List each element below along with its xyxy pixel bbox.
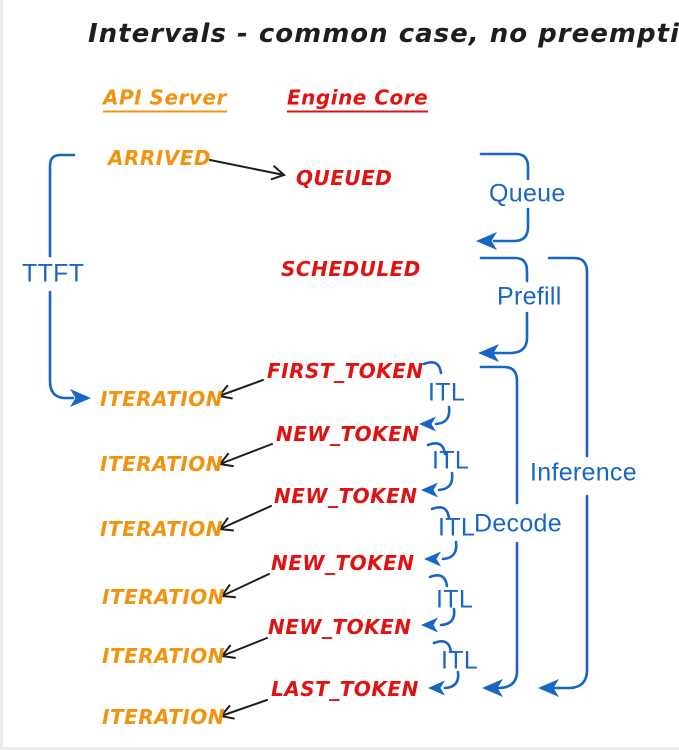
itl-bracket-5: [428, 640, 460, 696]
queue-bracket: [476, 152, 530, 250]
interval-label-inference: Inference: [530, 458, 637, 487]
arrow-new-token4-to-iteration: [220, 637, 268, 660]
itl-bracket-1: [419, 361, 451, 432]
decode-arrowhead-icon: [482, 679, 503, 697]
prefill-arrowhead-icon: [478, 344, 499, 362]
ttft-bracket: [48, 153, 91, 407]
arrow-new-token3-to-iteration: [220, 573, 270, 599]
event-iteration-4: ITERATION: [102, 585, 226, 609]
ttft-arrowhead-icon: [70, 389, 91, 407]
itl-arrowhead-icon: [419, 416, 436, 432]
decode-bracket: [479, 365, 519, 697]
itl-arrowhead-icon: [424, 551, 441, 567]
arrow-arrived-to-queued: [209, 159, 286, 181]
event-iteration-2: ITERATION: [100, 452, 224, 476]
prefill-bracket: [478, 256, 529, 362]
interval-label-ttft: TTFT: [22, 259, 85, 288]
queue-arrowhead-icon: [476, 232, 497, 250]
interval-label-itl-2: ITL: [432, 446, 470, 475]
diagram-title: Intervals - common case, no preemptions: [88, 19, 679, 49]
itl-arrowhead-icon: [428, 680, 445, 696]
event-queued: QUEUED: [296, 166, 393, 190]
event-iteration-1: ITERATION: [100, 387, 224, 411]
itl-bracket-4: [421, 574, 456, 633]
inference-bracket: [538, 256, 589, 697]
column-header-engine-core: Engine Core: [287, 88, 429, 113]
itl-arrowhead-icon: [421, 617, 438, 633]
interval-label-queue: Queue: [489, 179, 566, 208]
interval-label-decode: Decode: [474, 509, 562, 538]
interval-label-itl-1: ITL: [428, 378, 466, 407]
event-first-token: FIRST_TOKEN: [267, 359, 424, 383]
event-new-token-4: NEW_TOKEN: [268, 615, 412, 639]
interval-label-prefill: Prefill: [497, 282, 562, 311]
column-header-api-server: API Server: [103, 88, 227, 113]
event-new-token-2: NEW_TOKEN: [274, 484, 418, 508]
event-iteration-3: ITERATION: [100, 517, 224, 541]
interval-label-itl-4: ITL: [436, 585, 474, 614]
event-new-token-3: NEW_TOKEN: [271, 551, 415, 575]
event-iteration-6: ITERATION: [102, 705, 226, 729]
itl-arrowhead-icon: [421, 482, 438, 498]
event-arrived: ARRIVED: [108, 146, 211, 170]
arrow-last-token-to-iteration: [219, 699, 268, 720]
itl-bracket-2: [421, 442, 454, 498]
event-scheduled: SCHEDULED: [281, 257, 421, 281]
interval-label-itl-3: ITL: [438, 513, 476, 542]
event-last-token: LAST_TOKEN: [271, 677, 419, 701]
arrow-new-token2-to-iteration: [218, 505, 272, 532]
event-new-token-1: NEW_TOKEN: [276, 422, 420, 446]
event-iteration-5: ITERATION: [102, 644, 226, 668]
window-edge-bottom: [0, 747, 679, 750]
interval-label-itl-5: ITL: [441, 646, 479, 675]
inference-arrowhead-icon: [538, 679, 559, 697]
itl-bracket-3: [424, 506, 458, 567]
arrow-new-token1-to-iteration: [218, 443, 273, 468]
window-edge-left: [0, 0, 3, 750]
arrow-first-token-to-iteration: [217, 379, 264, 400]
